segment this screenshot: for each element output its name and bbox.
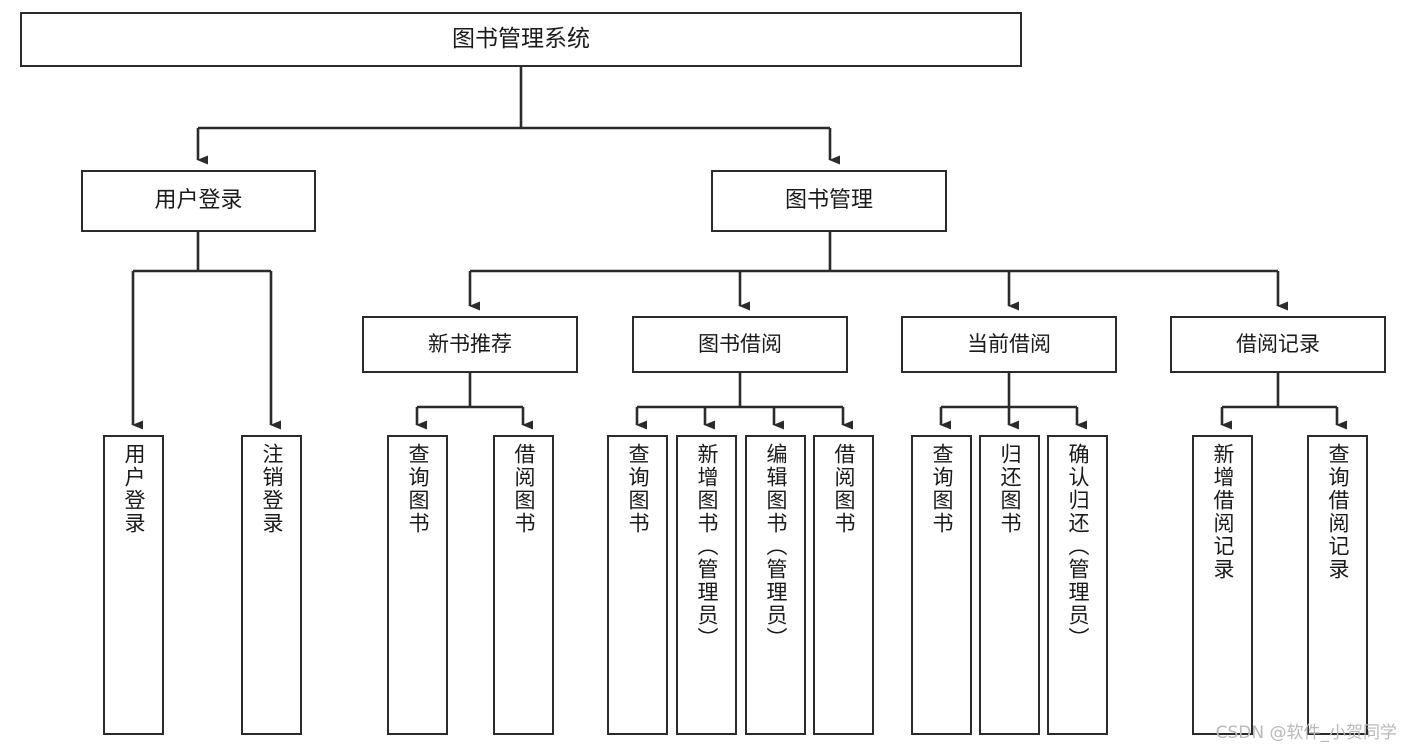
node-book-borrow[interactable]: 图书借阅 [632, 316, 848, 373]
node-label: 图书借阅 [698, 332, 782, 357]
node-leaf-query-record[interactable]: 查询借阅记录 [1307, 435, 1368, 735]
node-label: 借阅记录 [1236, 332, 1320, 357]
node-label: 查询图书 [406, 443, 430, 535]
node-label: 归还图书 [998, 443, 1022, 535]
node-root-system[interactable]: 图书管理系统 [20, 12, 1022, 67]
node-leaf-query-book-1[interactable]: 查询图书 [387, 435, 448, 735]
node-leaf-query-book-3[interactable]: 查询图书 [911, 435, 972, 735]
node-label: 借阅图书 [832, 443, 856, 535]
node-leaf-user-login[interactable]: 用户登录 [103, 435, 164, 735]
node-user-login[interactable]: 用户登录 [81, 170, 316, 232]
node-new-book-recommend[interactable]: 新书推荐 [362, 316, 578, 373]
node-leaf-add-book[interactable]: 新增图书（管理员） [676, 435, 737, 735]
node-leaf-borrow-book-1[interactable]: 借阅图书 [493, 435, 554, 735]
node-label: 新增借阅记录 [1211, 443, 1235, 581]
node-leaf-logout-login[interactable]: 注销登录 [241, 435, 302, 735]
node-current-borrow[interactable]: 当前借阅 [901, 316, 1117, 373]
node-label: 用户登录 [122, 443, 146, 535]
node-label: 用户登录 [154, 188, 243, 214]
node-label: 查询借阅记录 [1326, 443, 1350, 581]
node-label: 图书管理系统 [452, 26, 590, 53]
node-leaf-return-book[interactable]: 归还图书 [979, 435, 1040, 735]
csdn-watermark: CSDN @软件_小贺同学 [1215, 723, 1397, 743]
node-label: 查询图书 [930, 443, 954, 535]
node-book-management[interactable]: 图书管理 [711, 170, 947, 232]
node-leaf-add-record[interactable]: 新增借阅记录 [1192, 435, 1253, 735]
node-label: 借阅图书 [512, 443, 536, 535]
node-label: 确认归还（管理员） [1066, 443, 1090, 650]
node-label: 查询图书 [626, 443, 650, 535]
node-label: 注销登录 [260, 443, 284, 535]
node-label: 当前借阅 [967, 332, 1051, 357]
node-borrow-record[interactable]: 借阅记录 [1170, 316, 1386, 373]
node-leaf-confirm-return[interactable]: 确认归还（管理员） [1047, 435, 1108, 735]
node-leaf-edit-book[interactable]: 编辑图书（管理员） [745, 435, 806, 735]
node-leaf-query-book-2[interactable]: 查询图书 [607, 435, 668, 735]
node-label: 编辑图书（管理员） [764, 443, 788, 650]
node-label: 新书推荐 [428, 332, 512, 357]
node-leaf-borrow-book-2[interactable]: 借阅图书 [813, 435, 874, 735]
node-label: 新增图书（管理员） [695, 443, 719, 650]
node-label: 图书管理 [784, 188, 873, 214]
